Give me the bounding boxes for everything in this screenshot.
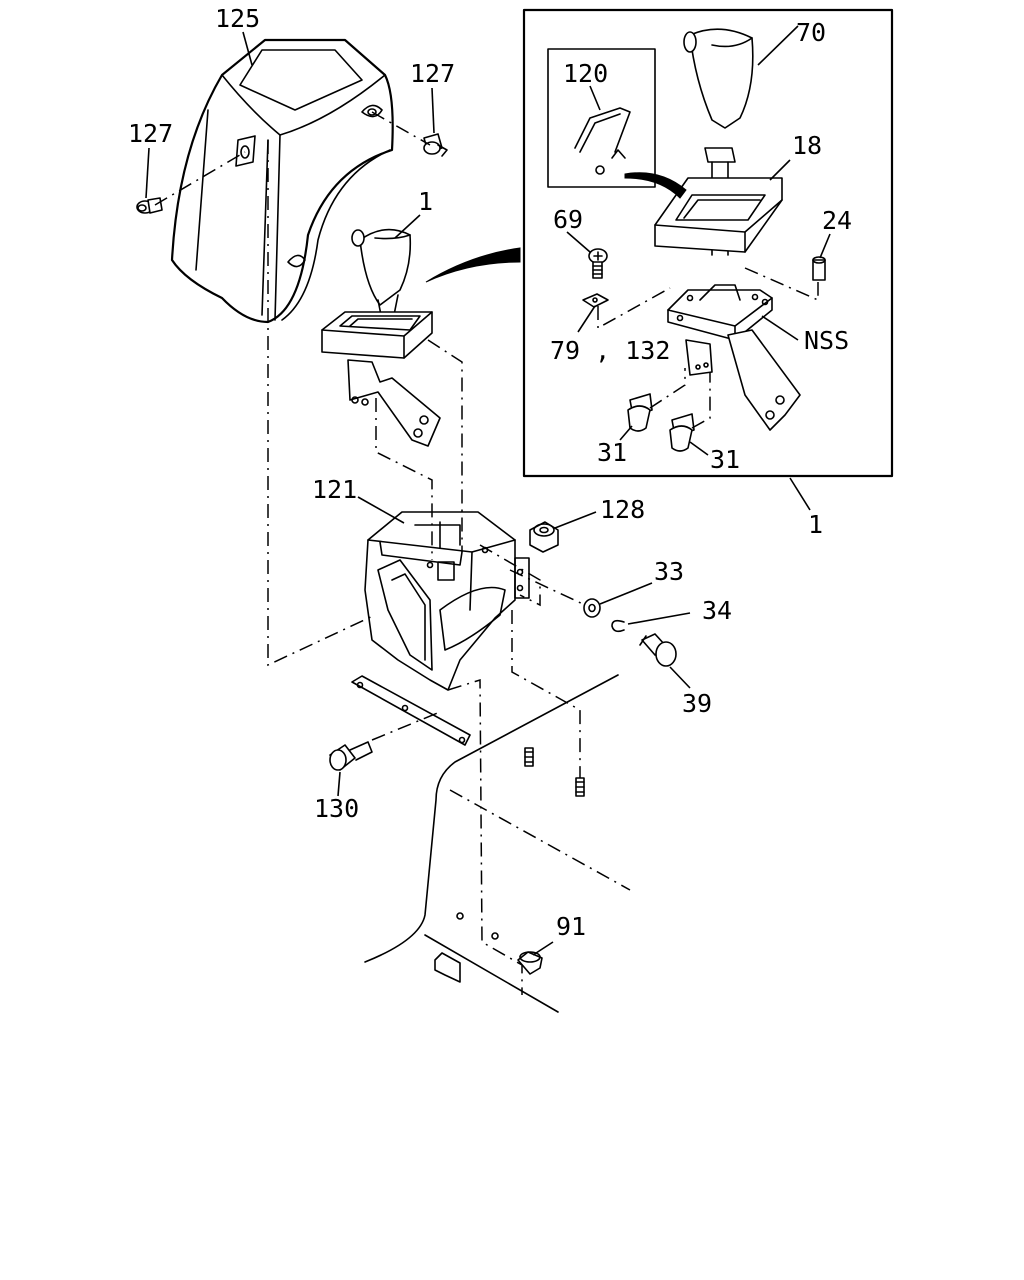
spring-120 bbox=[574, 107, 631, 175]
connector-stud bbox=[511, 610, 581, 778]
callout-127-right: 127 bbox=[410, 59, 455, 88]
connector-cover-right bbox=[371, 111, 431, 146]
callout-125: 125 bbox=[215, 4, 260, 33]
stud-left bbox=[524, 747, 534, 767]
bolt-130 bbox=[329, 741, 373, 771]
callout-18: 18 bbox=[792, 131, 822, 160]
nut-128 bbox=[529, 521, 559, 553]
callout-91: 91 bbox=[556, 912, 586, 941]
detail-connector-69 bbox=[597, 287, 671, 330]
callout-nss: NSS bbox=[804, 326, 849, 355]
shift-lever-assembly bbox=[321, 228, 441, 447]
grommet-31-a bbox=[627, 393, 653, 432]
washer-79-132 bbox=[582, 293, 609, 308]
lever-18 bbox=[654, 147, 783, 256]
detail-box bbox=[522, 8, 894, 478]
floor-outline bbox=[364, 674, 631, 1013]
connector-lever-right bbox=[427, 339, 463, 552]
callout-70: 70 bbox=[796, 18, 826, 47]
washer-33 bbox=[583, 598, 601, 618]
callout-31-left: 31 bbox=[597, 438, 627, 467]
detail-connector-31b bbox=[691, 372, 711, 429]
knob-70 bbox=[683, 28, 754, 129]
connector-cover-side bbox=[267, 140, 376, 667]
callout-130: 130 bbox=[314, 794, 359, 823]
plug-91 bbox=[517, 951, 543, 975]
bracket-121 bbox=[364, 511, 530, 691]
callout-24: 24 bbox=[822, 206, 852, 235]
shift-base-nss bbox=[667, 284, 801, 431]
mount-plate bbox=[351, 675, 471, 746]
callout-34: 34 bbox=[702, 596, 732, 625]
callout-33: 33 bbox=[654, 557, 684, 586]
connector-washers bbox=[509, 569, 586, 606]
lock-washer-34 bbox=[611, 619, 625, 633]
callout-79-132: 79 , 132 bbox=[550, 336, 670, 365]
bolt-39 bbox=[639, 633, 677, 667]
detail-pointer-arrow-main bbox=[425, 247, 521, 283]
callout-1-detail: 1 bbox=[808, 510, 823, 539]
console-cover bbox=[170, 38, 394, 324]
screw-127-right bbox=[423, 133, 448, 157]
callout-120: 120 bbox=[563, 59, 608, 88]
connector-plate bbox=[371, 711, 441, 741]
callout-31-right: 31 bbox=[710, 445, 740, 474]
callout-1-main: 1 bbox=[418, 187, 433, 216]
connector-plug bbox=[447, 678, 523, 995]
grommet-31-b bbox=[669, 413, 695, 452]
detail-connector-31a bbox=[649, 368, 686, 409]
connector-cover-left bbox=[154, 151, 246, 206]
connector-nut bbox=[479, 544, 541, 607]
callout-128: 128 bbox=[600, 495, 645, 524]
inset-box-120 bbox=[547, 48, 656, 188]
screw-69 bbox=[588, 248, 608, 279]
washer-33-hole bbox=[588, 603, 596, 613]
detail-connector-24 bbox=[744, 267, 819, 302]
callout-69: 69 bbox=[553, 205, 583, 234]
detail-pointer-arrow-inset bbox=[624, 172, 687, 199]
callout-121: 121 bbox=[312, 475, 357, 504]
callout-39: 39 bbox=[682, 689, 712, 718]
pin-24 bbox=[812, 256, 826, 281]
callout-127-left: 127 bbox=[128, 119, 173, 148]
screw-127-left bbox=[136, 197, 163, 214]
stud-right bbox=[575, 777, 585, 797]
leader-lines bbox=[145, 25, 831, 956]
connector-lever-left bbox=[375, 398, 433, 560]
